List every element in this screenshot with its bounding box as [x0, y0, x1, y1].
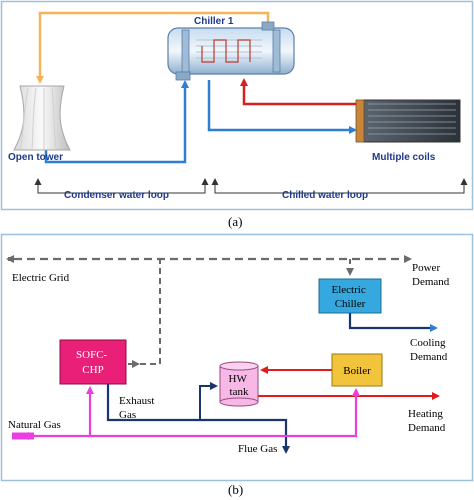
natural-gas-label: Natural Gas [8, 419, 61, 431]
boiler-label: Boiler [343, 365, 371, 377]
sofc-to-grid-line [140, 259, 161, 365]
exhaust-gas-label: Exhaust Gas [119, 395, 157, 421]
cooling-line [348, 313, 438, 332]
flue-gas-label: Flue Gas [238, 443, 277, 455]
condenser-return-pipe [44, 80, 189, 164]
condenser-loop-label: Condenser water loop [64, 190, 169, 201]
cooling-tower [13, 85, 71, 151]
chilled-loop-bracket [214, 184, 465, 194]
condenser-supply-pipe [36, 11, 270, 84]
chilled-loop-label: Chilled water loop [282, 190, 368, 201]
sofc-chp-box [59, 339, 127, 385]
caption-b: (b) [228, 482, 243, 497]
sofc-chp-label: SOFC- CHP [76, 349, 110, 376]
coils-unit [355, 99, 461, 143]
chilled-supply-pipe [207, 80, 357, 134]
exhaust-to-tank-line [199, 382, 218, 420]
caption-a: (a) [228, 214, 242, 229]
chilled-return-pipe [240, 78, 362, 106]
condenser-loop-bracket [37, 184, 206, 194]
natural-gas-line [34, 388, 360, 438]
hw-tank [219, 361, 259, 407]
electric-chiller-label: Electric Chiller [332, 284, 369, 310]
chiller-unit [167, 21, 295, 81]
panel-a-frame [0, 0, 474, 211]
boiler-box [331, 353, 383, 387]
chiller-label: Chiller 1 [194, 16, 234, 27]
cooling-demand-label: Cooling Demand [410, 337, 448, 363]
heating-demand-label: Heating Demand [408, 408, 446, 434]
panel-b-frame [0, 233, 474, 482]
electric-grid-label: Electric Grid [12, 272, 70, 284]
coils-label: Multiple coils [372, 152, 436, 163]
tower-label: Open tower [8, 152, 63, 163]
hw-tank-label: HW tank [229, 373, 250, 398]
power-demand-label: Power Demand [412, 262, 450, 288]
